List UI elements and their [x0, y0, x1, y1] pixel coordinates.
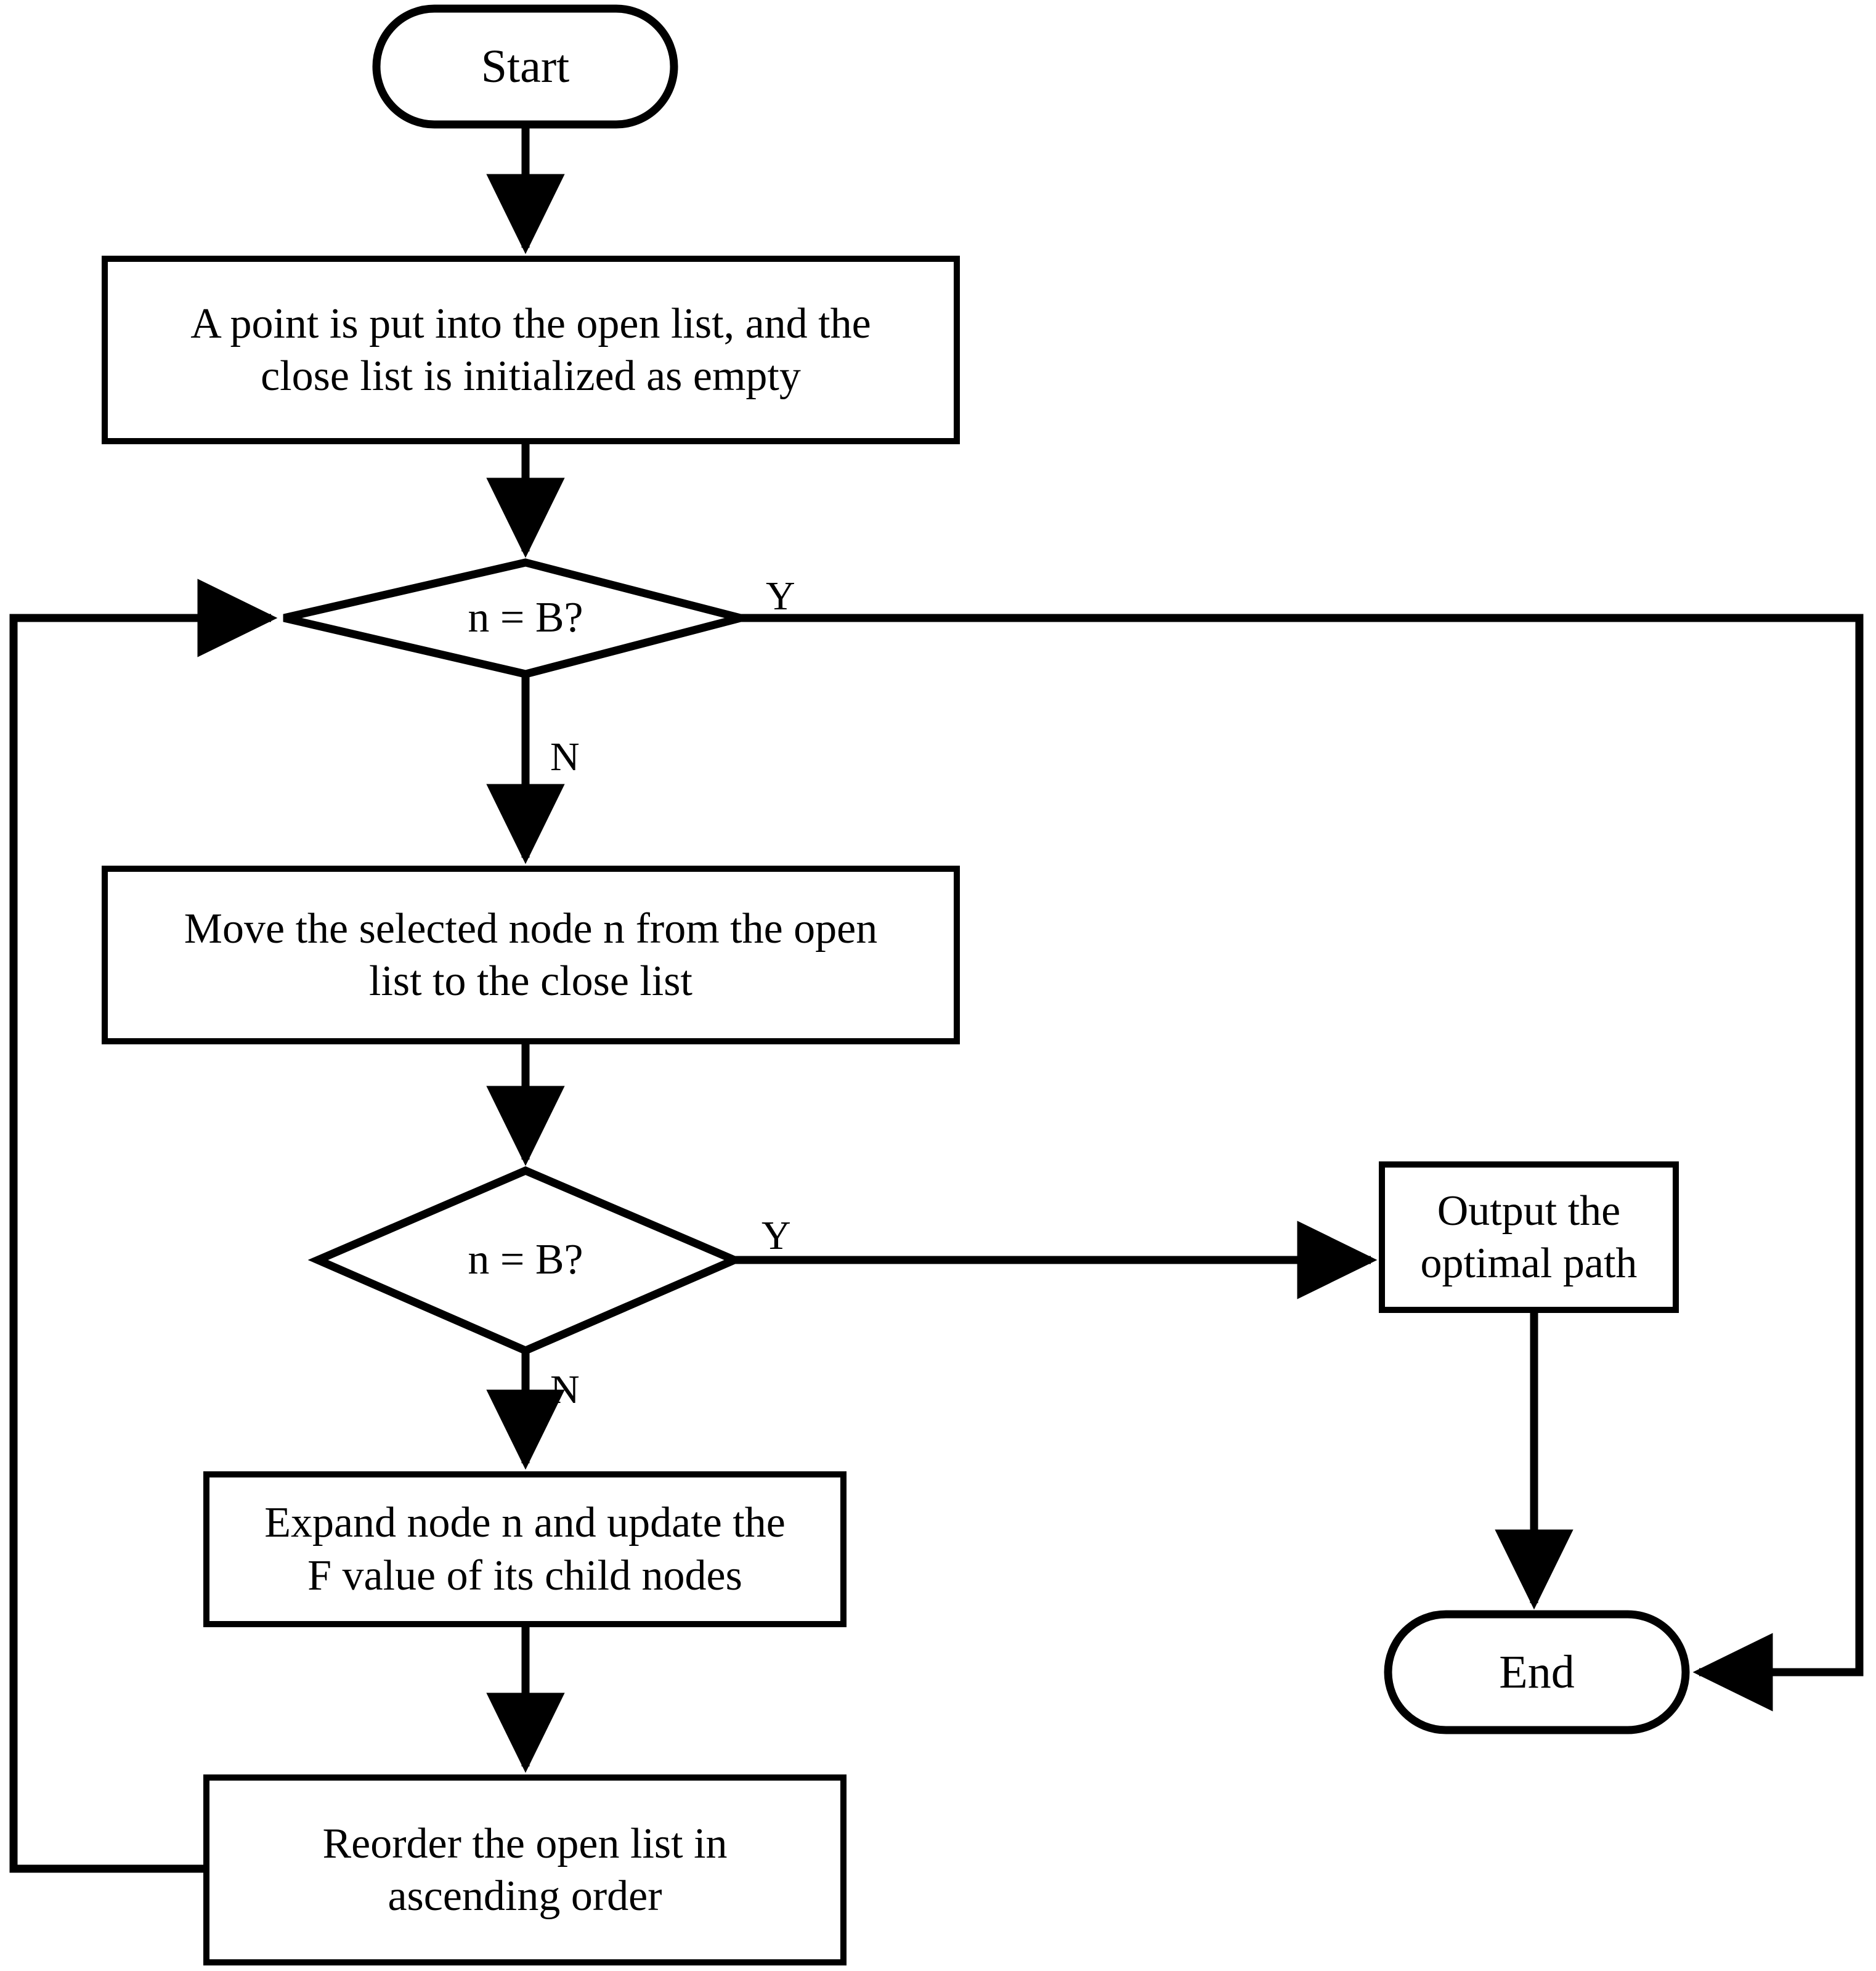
decision2-yes-label: Y: [761, 1213, 791, 1258]
decision1-diamond-shape: [283, 558, 757, 678]
decision1-no-label: N: [550, 734, 580, 779]
move-box-shape: [102, 866, 960, 1044]
expand-box-shape: [203, 1471, 847, 1627]
reorder-box-shape: [203, 1774, 847, 1965]
decision2-no-label: N: [550, 1367, 580, 1412]
output-box-shape: [1379, 1161, 1679, 1313]
decision2-diamond-shape: [307, 1166, 745, 1355]
start-terminator-shape: [372, 4, 678, 129]
end-terminator-shape: [1384, 1610, 1690, 1734]
edge-reorder-to-decision1: [9, 579, 278, 1873]
edge-decision1-yes-to-end: [741, 614, 1864, 1712]
decision1-yes-label: Y: [766, 574, 795, 619]
init-box-shape: [102, 256, 960, 444]
